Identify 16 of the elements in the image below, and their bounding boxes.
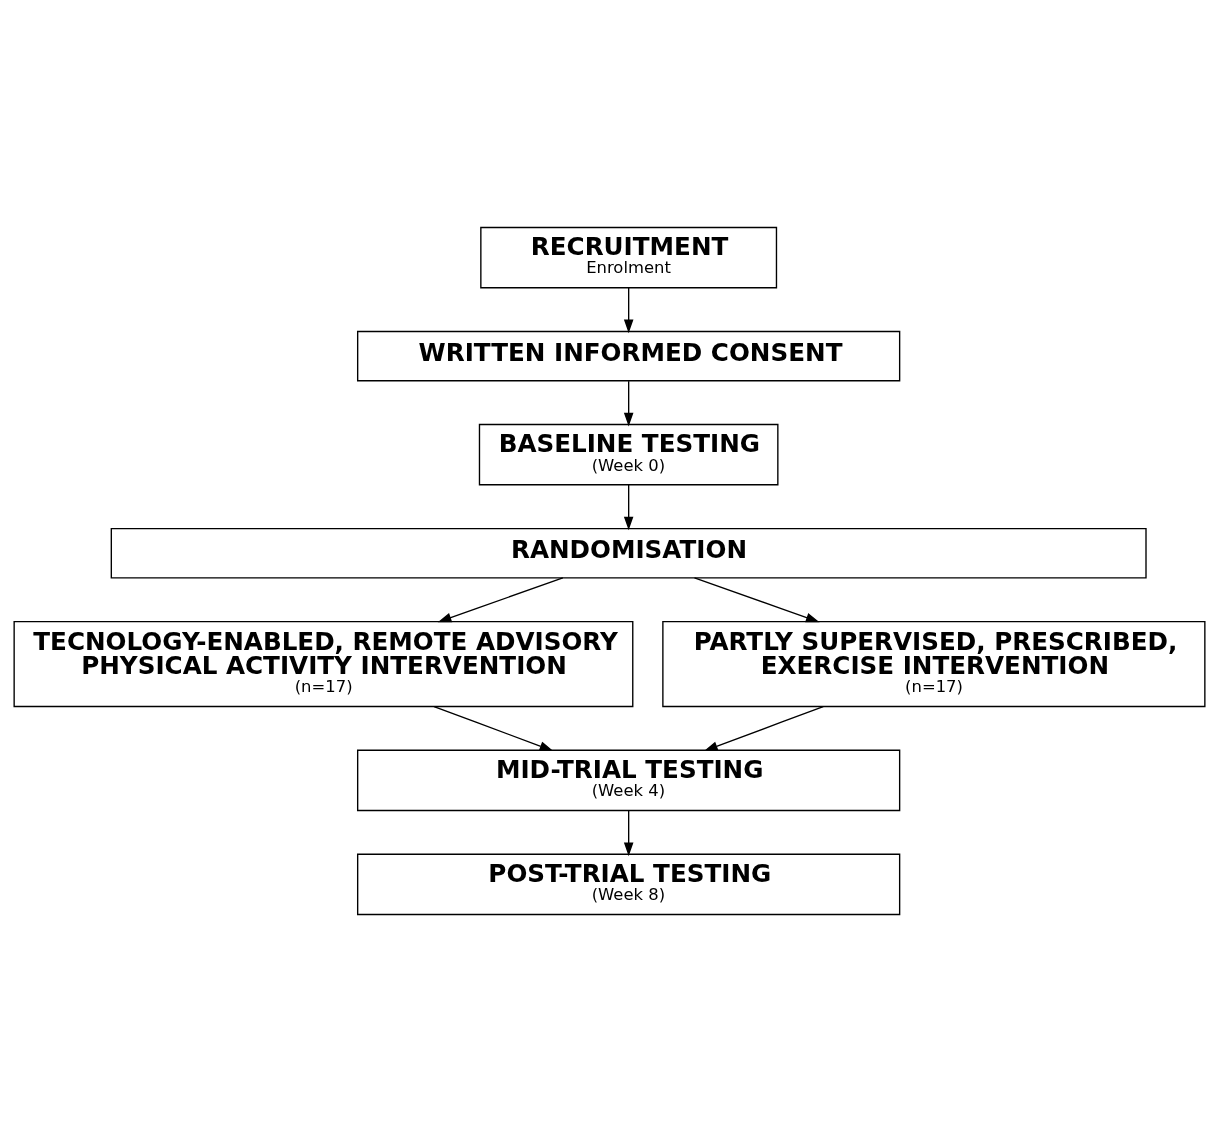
arrow bbox=[437, 577, 564, 623]
arrow bbox=[623, 484, 634, 531]
node-box: WRITTEN INFORMED CONSENT bbox=[357, 330, 901, 382]
arrow bbox=[704, 705, 824, 751]
node-box: BASELINE TESTING (Week 0) bbox=[478, 423, 779, 486]
node-box: RANDOMISATION bbox=[110, 527, 1147, 579]
arrow bbox=[623, 287, 634, 334]
node-box: POST-TRIAL TESTING (Week 8) bbox=[357, 853, 901, 916]
node-box: MID-TRIAL TESTING (Week 4) bbox=[357, 749, 901, 812]
node-box: PARTLY SUPERVISED, PRESCRIBED, EXERCISE INTERVENTION (n=17) bbox=[662, 620, 1206, 708]
node-box: TECNOLOGY-ENABLED, REMOTE ADVISORY PHYSICAL ACTIVITY INTERVENTION (n=17) bbox=[13, 620, 634, 708]
arrow bbox=[433, 705, 554, 751]
arrow bbox=[623, 809, 634, 857]
node-box: RECRUITMENT Enrolment bbox=[480, 226, 778, 289]
arrow bbox=[693, 577, 820, 623]
arrow bbox=[623, 380, 634, 427]
